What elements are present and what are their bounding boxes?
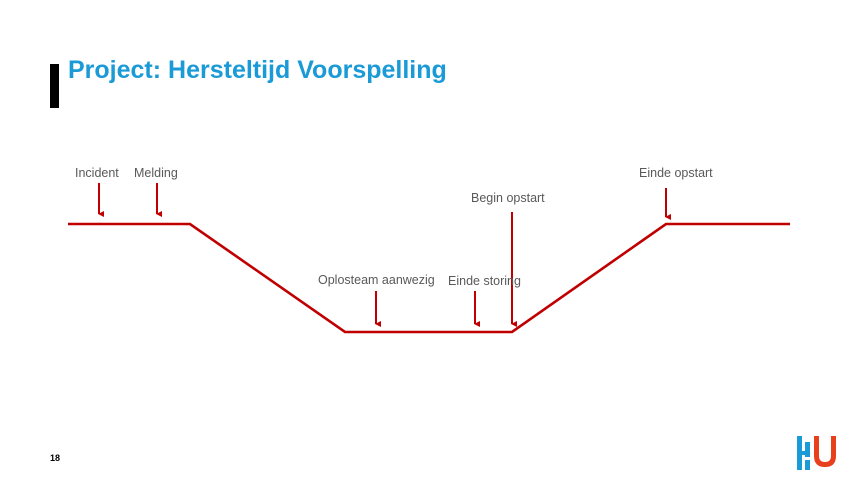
label-oplosteam: Oplosteam aanwezig: [318, 273, 435, 287]
hu-logo: [797, 436, 836, 470]
availability-curve: [68, 222, 790, 334]
title-accent-bar: [50, 64, 59, 108]
label-melding: Melding: [134, 166, 178, 180]
label-begin-opstart: Begin opstart: [471, 191, 545, 205]
label-einde-opstart: Einde opstart: [639, 166, 713, 180]
page-number: 18: [50, 453, 61, 463]
label-incident: Incident: [75, 166, 119, 180]
slide-title: Project: Hersteltijd Voorspelling: [68, 56, 447, 84]
label-einde-storing: Einde storing: [448, 274, 521, 288]
